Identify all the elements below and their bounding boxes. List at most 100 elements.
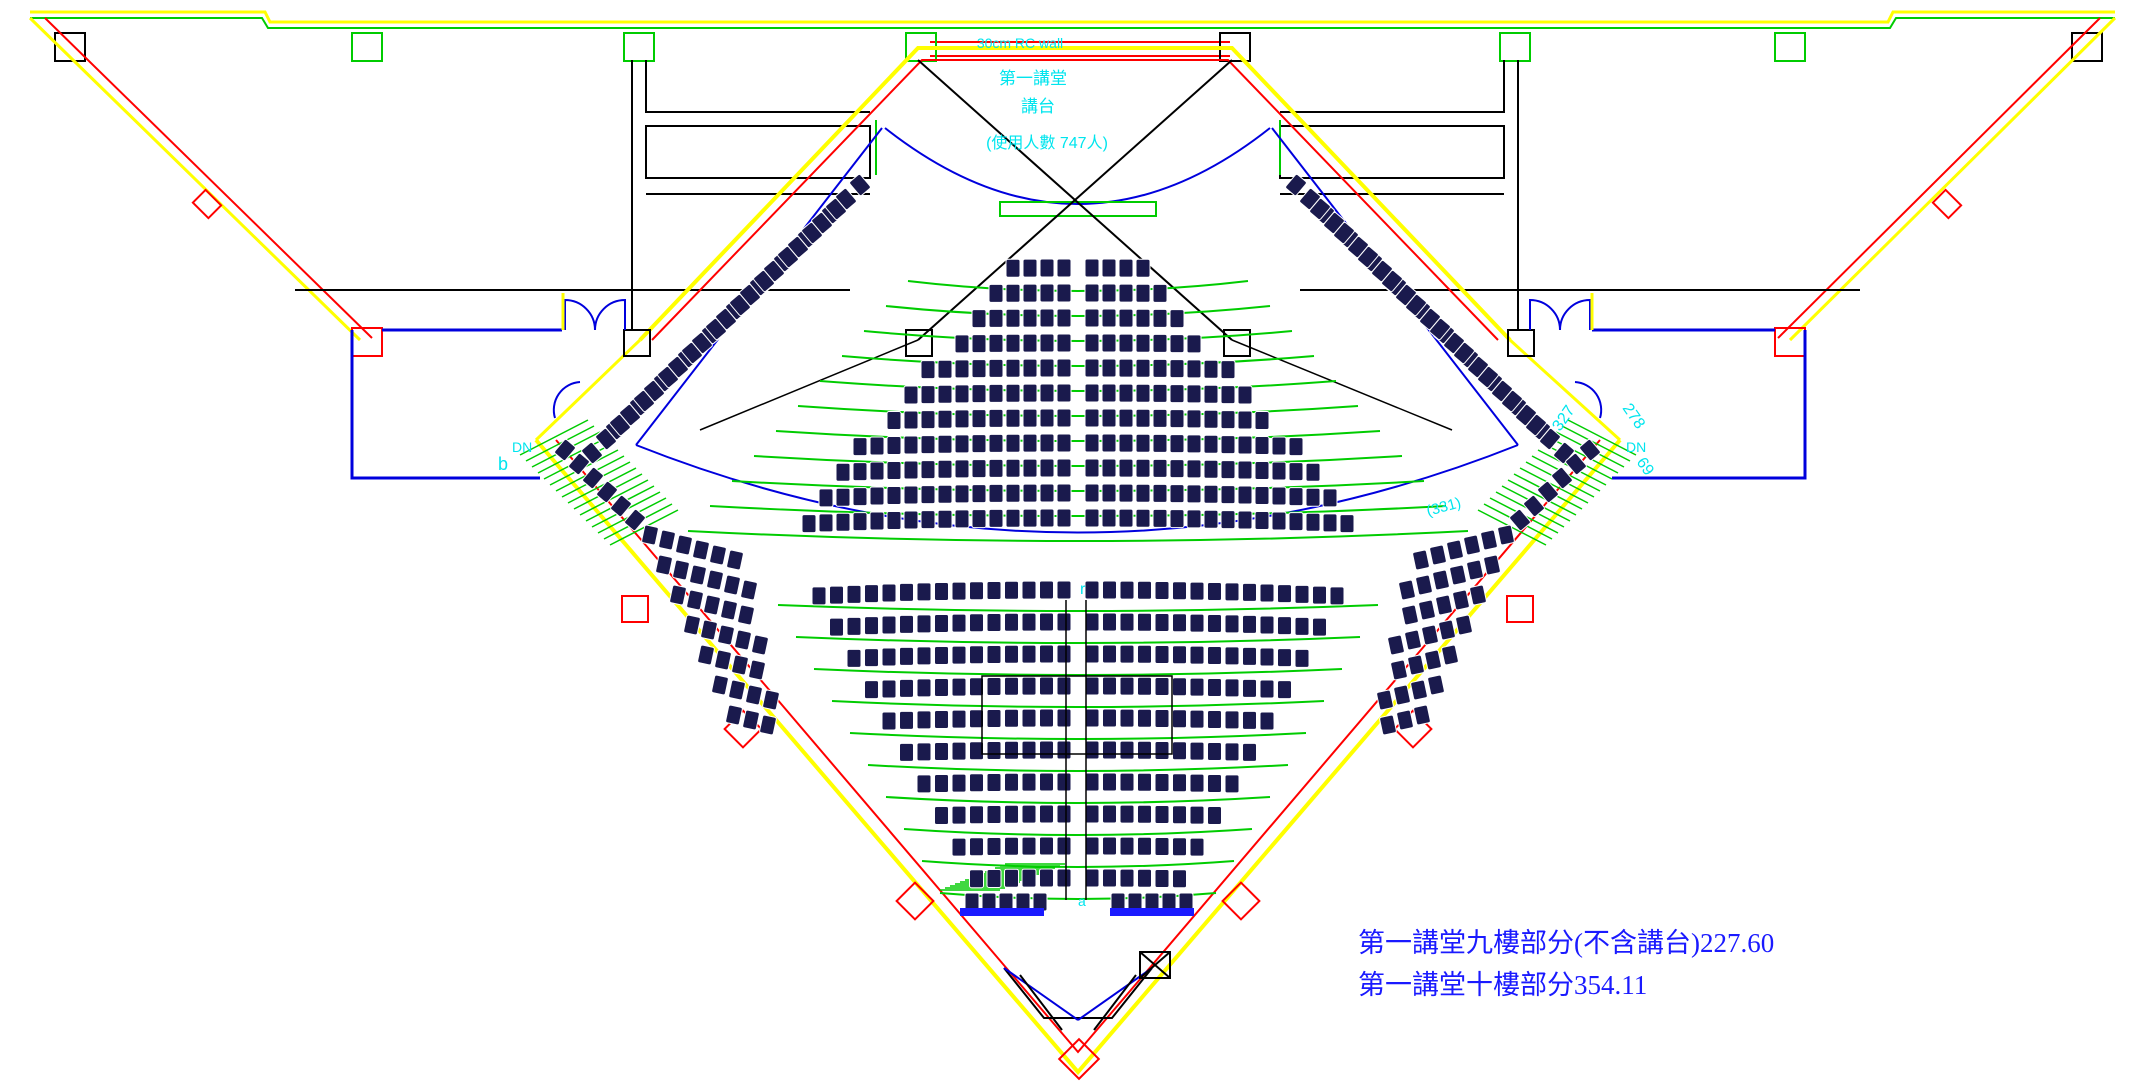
seat [1455, 614, 1473, 636]
seat [1469, 584, 1487, 606]
seat [864, 616, 879, 636]
seat [1154, 836, 1170, 856]
seat [1135, 483, 1151, 503]
seat [1483, 554, 1501, 576]
seat [1004, 612, 1019, 632]
seat [916, 774, 932, 794]
seat [1118, 308, 1134, 328]
seat [1022, 383, 1038, 403]
top-wall [30, 10, 2115, 57]
seat [1119, 836, 1135, 856]
seat [1309, 197, 1331, 221]
seat [1224, 710, 1240, 730]
seat [1005, 258, 1021, 278]
seat [1242, 582, 1257, 602]
seat [582, 466, 604, 490]
seat [1039, 258, 1055, 278]
seat [1154, 612, 1170, 632]
seat [954, 434, 970, 454]
seat [1056, 483, 1072, 503]
seat [1152, 408, 1168, 428]
seat [1022, 483, 1038, 503]
seat [554, 438, 576, 462]
seat [1172, 869, 1187, 889]
stage [699, 59, 1453, 431]
seat [1084, 358, 1100, 378]
seat [1004, 644, 1019, 664]
seat [1410, 679, 1428, 701]
seat [725, 704, 743, 726]
seat [969, 773, 984, 793]
doors[interactable] [552, 293, 1603, 419]
seat [1101, 358, 1117, 378]
wing-walls [28, 16, 2117, 480]
seat [988, 333, 1004, 353]
seat [852, 462, 868, 482]
seat [1418, 599, 1436, 621]
seat [1154, 804, 1170, 824]
seat [1189, 677, 1205, 697]
seat [1579, 438, 1601, 462]
seat [1039, 408, 1055, 428]
seat [986, 580, 1002, 600]
seat [624, 508, 646, 532]
seat [971, 309, 987, 329]
seat [986, 804, 1002, 824]
seat [1551, 466, 1573, 490]
seat [1288, 462, 1304, 482]
seat [1102, 772, 1117, 792]
seat [689, 564, 707, 586]
seat [1021, 804, 1037, 824]
seat [852, 487, 868, 507]
seat [825, 197, 847, 221]
seat [916, 646, 932, 666]
seat [1242, 678, 1257, 698]
seat [1084, 612, 1100, 632]
seat [1480, 529, 1498, 551]
seat [1466, 559, 1484, 581]
seat [1207, 581, 1222, 601]
seat [1021, 772, 1037, 792]
seat [1169, 359, 1185, 379]
seat [1039, 358, 1055, 378]
seat [846, 616, 862, 636]
seat [835, 487, 851, 507]
stair-tread [537, 437, 607, 474]
seat [1152, 308, 1168, 328]
area-note-10f: 第一講堂十樓部分354.11 [1358, 970, 1647, 1000]
seat [1056, 708, 1072, 728]
stair-tread [1567, 419, 1637, 456]
seat [1525, 413, 1547, 437]
stair-tread [567, 467, 637, 504]
seat [1237, 435, 1253, 455]
seat [1039, 740, 1054, 760]
seat [1401, 604, 1419, 626]
seat [969, 613, 984, 633]
seat [1022, 458, 1038, 478]
seat [697, 644, 715, 666]
seat [899, 710, 914, 730]
seat [1021, 612, 1037, 632]
seat [1203, 509, 1219, 529]
seat [937, 359, 953, 379]
seat [777, 245, 799, 269]
seat [692, 539, 710, 561]
seat [1039, 458, 1055, 478]
seat [1189, 613, 1205, 633]
seat [1259, 583, 1275, 603]
seat [1277, 680, 1292, 700]
seat [1172, 709, 1187, 729]
seat [1102, 612, 1117, 632]
seat [852, 437, 868, 457]
seat [988, 458, 1004, 478]
seat [1119, 644, 1135, 664]
seat [1497, 524, 1515, 546]
seat [1056, 433, 1072, 453]
center-aisle [981, 600, 1173, 900]
seat [731, 654, 749, 676]
seat [951, 773, 967, 793]
seat [920, 510, 936, 530]
seat [1152, 433, 1168, 453]
seat [740, 579, 758, 601]
seat [1305, 487, 1321, 507]
